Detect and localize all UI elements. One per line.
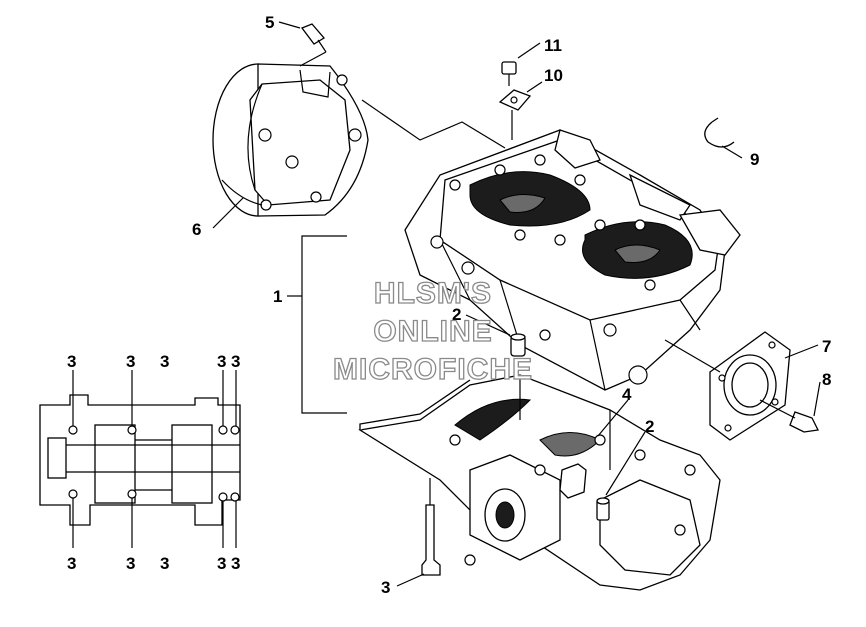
plate-part-10	[498, 89, 532, 111]
leader-line-3	[396, 573, 425, 587]
long-bolt-part-3	[421, 478, 441, 576]
callout-8: 8	[822, 370, 831, 389]
bolt-pattern-top-label-1: 3	[67, 352, 76, 371]
callout-3: 3	[381, 578, 390, 597]
leader-line-9	[721, 145, 743, 159]
bolt-pattern-top-label-2: 3	[126, 352, 135, 371]
bracket-1	[301, 235, 347, 414]
watermark-line-3: MICROFICHE	[333, 353, 533, 386]
bolt-pattern-bottom-label-5: 3	[231, 554, 240, 573]
watermark-line-1: HLSM'S	[374, 277, 492, 310]
screw-5-target-line	[299, 51, 327, 67]
leader-line-10	[526, 81, 543, 93]
callout-2-lower: 2	[645, 417, 654, 436]
leader-line-7	[784, 344, 819, 359]
lower-crankcase	[358, 374, 721, 591]
leader-line-2-upper	[465, 314, 511, 336]
leader-line-6	[212, 197, 244, 229]
dowel-pin-part-2-lower	[596, 497, 610, 521]
bolt-pattern-inset	[39, 370, 241, 548]
callout-7: 7	[822, 337, 831, 356]
bolt-pattern-bottom-label-2: 3	[126, 554, 135, 573]
leader-line-2-lower	[605, 431, 646, 496]
leader-line-4	[597, 399, 629, 437]
bolt-pattern-bottom-label-4: 3	[217, 554, 226, 573]
callout-2-upper: 2	[452, 305, 461, 324]
bolt-pattern-top-label-4: 3	[217, 352, 226, 371]
callout-10: 10	[544, 66, 563, 85]
bolt-pattern-bottom-label-1: 3	[67, 554, 76, 573]
callout-9: 9	[750, 150, 759, 169]
gasket-plate-part-7	[709, 331, 791, 441]
upper-crankcase-part-1	[404, 129, 741, 391]
callout-11: 11	[544, 36, 562, 55]
watermark: HLSM'S ONLINE MICROFICHE	[332, 276, 533, 386]
bolt-part-11	[501, 61, 517, 86]
bolt-pattern-top-label-5: 3	[231, 352, 240, 371]
cover-connector-line	[361, 99, 506, 149]
leader-line-11	[517, 42, 541, 59]
watermark-line-2: ONLINE	[373, 315, 492, 348]
bolt-pattern-top-label-3: 3	[160, 352, 169, 371]
callout-5: 5	[265, 13, 274, 32]
screw-part-5	[300, 23, 327, 53]
bolt-part-8	[759, 399, 819, 433]
dowel-pin-part-2-upper	[510, 333, 526, 357]
retaining-ring-part-9	[704, 117, 735, 148]
plate-7-to-block-line	[664, 339, 721, 373]
callout-6: 6	[192, 220, 201, 239]
leader-line-8	[813, 381, 821, 417]
leader-line-5	[278, 21, 301, 29]
bolt-pattern-bottom-label-3: 3	[160, 554, 169, 573]
magneto-cover-part-6	[212, 63, 369, 217]
callout-4: 4	[622, 385, 632, 404]
callout-1: 1	[273, 287, 282, 306]
